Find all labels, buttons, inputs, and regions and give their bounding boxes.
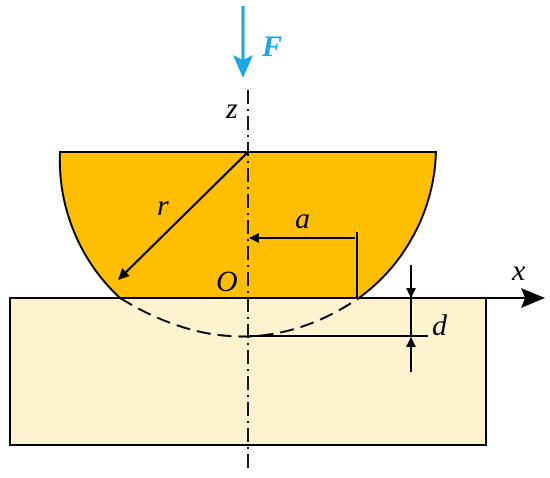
substrate-block (9, 297, 487, 446)
x-axis-label: x (511, 254, 526, 287)
depth-label: d (432, 309, 448, 342)
z-axis-label: z (225, 92, 238, 125)
radius-label: r (157, 189, 169, 222)
radius-arrow (118, 151, 249, 280)
indentation-profile (119, 297, 360, 338)
origin-label: O (216, 265, 238, 298)
x-axis-arrowhead (521, 288, 545, 308)
force-arrowhead (233, 55, 253, 78)
force-label: F (261, 30, 282, 63)
contact-radius-label: a (295, 202, 310, 235)
